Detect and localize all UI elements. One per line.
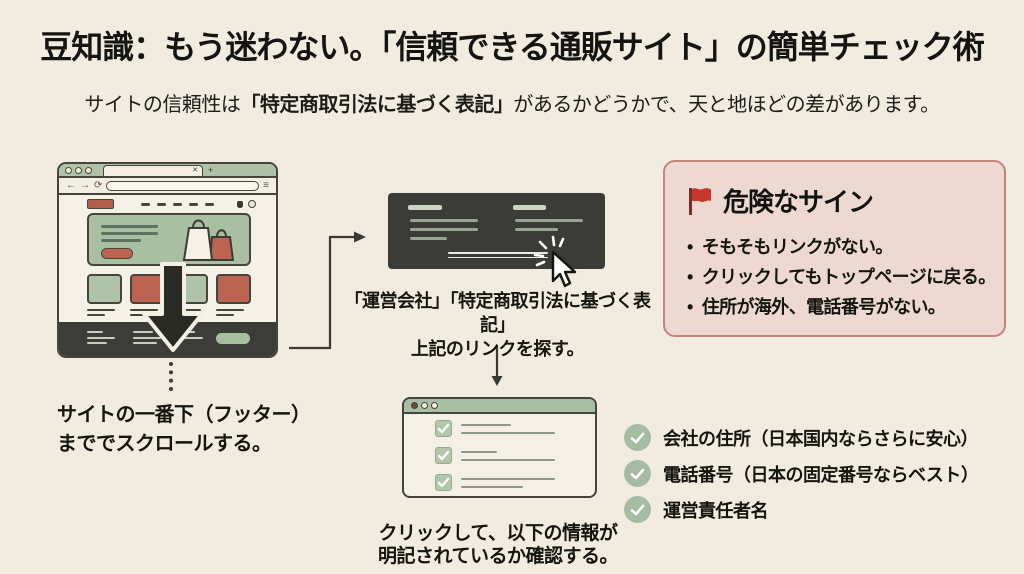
subtitle-post: があるかどうかで、天と地ほどの差があります。 xyxy=(513,94,940,116)
tab-close-icon: ✕ xyxy=(192,167,198,174)
browser-titlebar: ✕ + xyxy=(59,164,276,178)
checkbox-icon xyxy=(435,447,452,464)
page-subtitle: サイトの信頼性は「特定商取引法に基づく表記」があるかどうかで、天と地ほどの差があ… xyxy=(0,88,1024,117)
scroll-down-arrow-icon xyxy=(142,262,204,352)
footer-link-line xyxy=(410,228,478,231)
check-circle-icon xyxy=(624,496,651,523)
step1-caption: サイトの一番下（フッター） まででスクロールする。 xyxy=(57,404,311,455)
footer-text-lines xyxy=(87,331,115,348)
footer-link-line xyxy=(410,237,447,240)
account-icon xyxy=(248,200,256,208)
verified-item: 電話番号（日本の固定番号ならベスト） xyxy=(624,460,979,487)
checklist-text-line xyxy=(461,432,555,434)
check-circle-icon xyxy=(624,424,651,451)
checklist-text-line xyxy=(461,478,555,480)
page-title: 豆知識：もう迷わない。「信頼できる通販サイト」の簡単チェック術 xyxy=(40,29,984,65)
footer-links-illustration xyxy=(388,193,605,269)
checklist-text-line xyxy=(461,451,497,453)
highlighted-link-line xyxy=(448,252,548,254)
shopping-bags-icon xyxy=(181,215,239,263)
window-titlebar xyxy=(404,399,595,414)
footer-link-line xyxy=(515,219,583,222)
browser-window-illustration: ✕ + ← → ⟳ ≡ xyxy=(57,162,278,358)
checklist-window-illustration xyxy=(402,397,597,498)
danger-list: そもそもリンクがない。 クリックしてもトップページに戻る。 住所が海外、電話番号… xyxy=(687,232,997,322)
hero-text-line xyxy=(101,232,158,235)
danger-panel: 危険なサイン そもそもリンクがない。 クリックしてもトップページに戻る。 住所が… xyxy=(663,160,1006,337)
checklist-text-line xyxy=(461,486,523,488)
browser-tab: ✕ xyxy=(103,165,203,176)
forward-icon: → xyxy=(80,180,90,191)
verified-item-label: 電話番号（日本の固定番号ならベスト） xyxy=(663,464,979,485)
footer-link-line xyxy=(515,228,558,231)
cursor-click-icon xyxy=(533,235,577,288)
traffic-light-icon xyxy=(411,402,418,409)
site-logo xyxy=(87,199,114,209)
footer-text-lines xyxy=(133,331,161,348)
step3-caption: クリックして、以下の情報が 明記されているか確認する。 xyxy=(378,523,618,567)
hero-banner xyxy=(87,213,251,266)
danger-header: 危険なサイン xyxy=(687,182,986,219)
verified-item: 運営責任者名 xyxy=(624,496,769,523)
hero-cta-button xyxy=(101,248,133,259)
hero-text-line xyxy=(101,225,158,228)
traffic-light-icon xyxy=(65,166,72,174)
dotted-connector xyxy=(169,362,173,391)
reload-icon: ⟳ xyxy=(94,180,103,191)
checkbox-icon xyxy=(435,474,452,491)
verified-item: 会社の住所（日本国内ならさらに安心） xyxy=(624,424,979,451)
danger-item: クリックしてもトップページに戻る。 xyxy=(687,262,997,292)
highlighted-link-underline xyxy=(448,256,548,259)
traffic-light-icon xyxy=(421,402,428,409)
checklist-text-line xyxy=(461,459,555,461)
menu-icon: ≡ xyxy=(263,180,269,191)
red-flag-icon xyxy=(689,187,711,215)
verified-item-label: 運営責任者名 xyxy=(663,500,769,521)
product-card xyxy=(87,274,122,304)
hero-text-line xyxy=(101,239,141,242)
traffic-light-icon xyxy=(75,166,82,174)
traffic-light-icon xyxy=(85,166,92,174)
traffic-light-icon xyxy=(431,402,438,409)
danger-title: 危険なサイン xyxy=(723,187,874,217)
danger-item: そもそもリンクがない。 xyxy=(687,232,986,262)
new-tab-icon: + xyxy=(208,164,214,175)
check-circle-icon xyxy=(624,460,651,487)
checklist-content xyxy=(404,414,595,495)
footer-button xyxy=(216,333,250,344)
subtitle-pre: サイトの信頼性は xyxy=(84,94,241,116)
subtitle-emphasis: 「特定商取引法に基づく表記」 xyxy=(240,94,514,116)
nav-links xyxy=(141,203,214,206)
address-bar xyxy=(106,180,260,191)
cart-icon xyxy=(237,201,243,208)
back-icon: ← xyxy=(66,180,76,191)
footer-heading-line xyxy=(513,205,546,210)
product-card xyxy=(216,274,251,304)
verified-item-label: 会社の住所（日本国内ならさらに安心） xyxy=(663,428,979,449)
danger-item: 住所が海外、電話番号がない。 xyxy=(687,292,986,322)
step2-caption: 「運営会社」「特定商取引法に基づく表記」 上記のリンクを探す。 xyxy=(344,291,652,359)
checkbox-icon xyxy=(435,420,452,437)
footer-heading-line xyxy=(408,205,442,210)
footer-link-line xyxy=(410,219,478,222)
browser-toolbar: ← → ⟳ ≡ xyxy=(59,178,276,195)
checklist-text-line xyxy=(461,424,511,426)
